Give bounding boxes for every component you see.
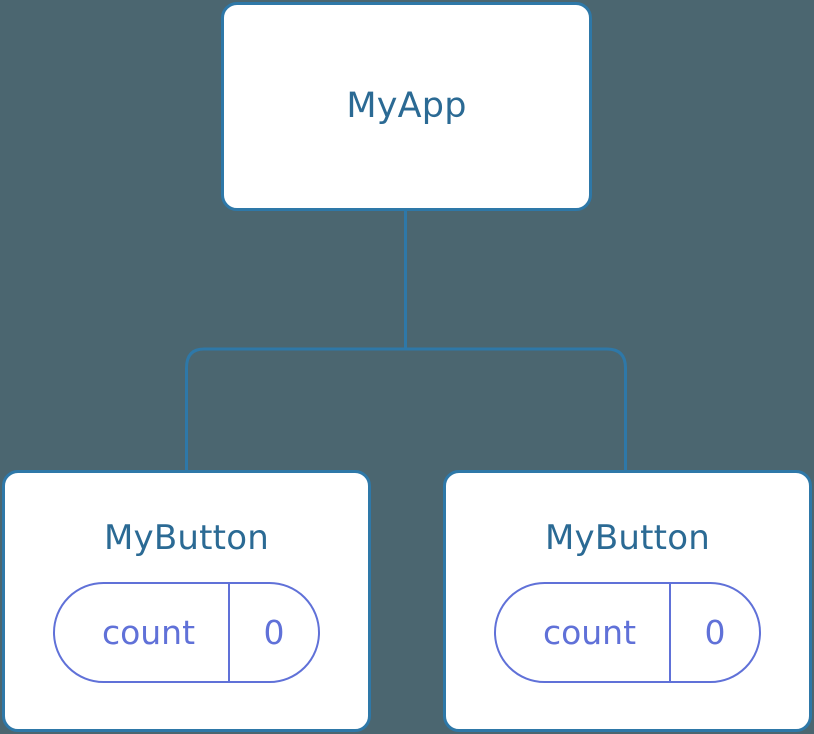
node-title: MyButton — [545, 518, 710, 558]
node-title: MyButton — [104, 518, 269, 558]
state-key: count — [542, 613, 637, 652]
connector-branch-left — [185, 347, 406, 471]
connector-branch-right — [405, 347, 627, 471]
state-pill[interactable]: count 0 — [53, 582, 320, 683]
node-mybutton-1[interactable]: MyButton count 0 — [2, 470, 371, 732]
node-title: MyApp — [346, 86, 467, 126]
state-value: 0 — [669, 584, 759, 681]
state-value: 0 — [228, 584, 318, 681]
node-mybutton-2[interactable]: MyButton count 0 — [443, 470, 812, 732]
state-key: count — [101, 613, 196, 652]
state-pill[interactable]: count 0 — [494, 582, 761, 683]
node-myapp[interactable]: MyApp — [221, 2, 592, 211]
